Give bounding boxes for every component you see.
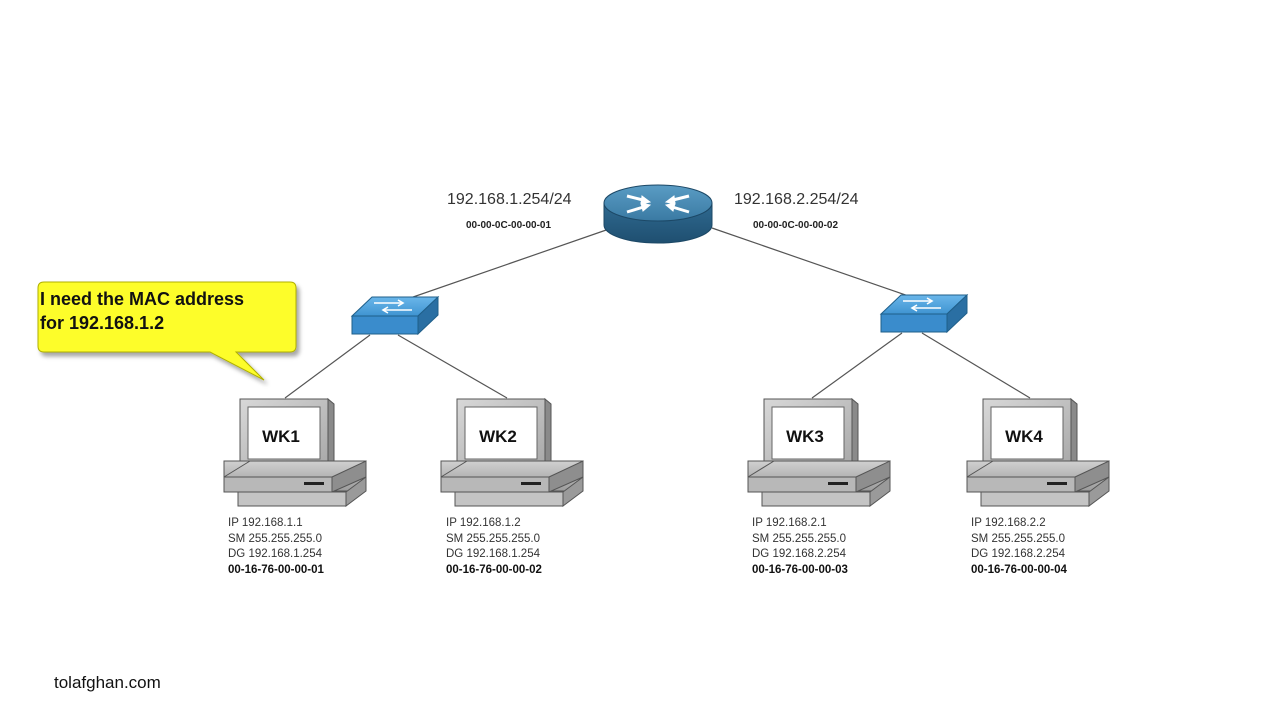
- router-right-ip: 192.168.2.254/24: [734, 191, 859, 208]
- workstation-info: IP 192.168.1.2 SM 255.255.255.0 DG 192.1…: [446, 516, 542, 578]
- workstation-name: WK2: [479, 427, 517, 446]
- link-switch1-wk2: [397, 334, 508, 399]
- wk-subnet-mask: SM 255.255.255.0: [752, 532, 846, 545]
- router-icon: [603, 184, 713, 244]
- workstation-info: IP 192.168.1.1 SM 255.255.255.0 DG 192.1…: [228, 516, 324, 578]
- workstation-info: IP 192.168.2.1 SM 255.255.255.0 DG 192.1…: [752, 516, 848, 578]
- link-router-switch1: [389, 227, 613, 306]
- link-switch2-wk3: [811, 332, 903, 399]
- wk-mac: 00-16-76-00-00-04: [971, 563, 1067, 576]
- link-switch1-wk1: [284, 334, 371, 399]
- wk-default-gateway: DG 192.168.2.254: [752, 548, 846, 560]
- callout-line-1: I need the MAC address: [40, 289, 245, 309]
- wk-ip: IP 192.168.1.2: [446, 517, 521, 529]
- wk-mac: 00-16-76-00-00-01: [228, 563, 324, 576]
- workstation-icon: [747, 398, 891, 507]
- switch-icon: [350, 295, 440, 336]
- workstation-name: WK4: [1005, 427, 1043, 446]
- wk-ip: IP 192.168.2.2: [971, 517, 1046, 529]
- workstation-name: WK3: [786, 427, 824, 446]
- site-footer: tolafghan.com: [54, 673, 161, 692]
- workstation-icon: [966, 398, 1110, 507]
- workstation-name: WK1: [262, 427, 300, 446]
- wk-ip: IP 192.168.2.1: [752, 517, 827, 529]
- wk-mac: 00-16-76-00-00-03: [752, 563, 848, 576]
- wk-subnet-mask: SM 255.255.255.0: [971, 532, 1065, 545]
- wk-ip: IP 192.168.1.1: [228, 517, 303, 529]
- router-left-ip: 192.168.1.254/24: [447, 191, 572, 208]
- wk-subnet-mask: SM 255.255.255.0: [446, 532, 540, 545]
- workstation-info: IP 192.168.2.2 SM 255.255.255.0 DG 192.1…: [971, 516, 1067, 578]
- callout-line-2: for 192.168.1.2: [40, 313, 165, 333]
- switch-icon: [879, 293, 969, 334]
- workstation-icon: [440, 398, 584, 507]
- wk-subnet-mask: SM 255.255.255.0: [228, 532, 322, 545]
- wk-mac: 00-16-76-00-00-02: [446, 563, 542, 576]
- callout-bubble: [37, 281, 297, 381]
- router-right-mac: 00-00-0C-00-00-02: [753, 220, 839, 231]
- workstation-icon: [223, 398, 367, 507]
- wk-default-gateway: DG 192.168.1.254: [228, 548, 322, 560]
- wk-default-gateway: DG 192.168.2.254: [971, 548, 1065, 560]
- callout-text: I need the MAC address for 192.168.1.2: [40, 287, 300, 335]
- router-left-mac: 00-00-0C-00-00-01: [466, 220, 552, 231]
- link-router-switch2: [711, 227, 921, 301]
- link-switch2-wk4: [921, 332, 1031, 399]
- wk-default-gateway: DG 192.168.1.254: [446, 548, 540, 560]
- network-links: [284, 227, 1031, 399]
